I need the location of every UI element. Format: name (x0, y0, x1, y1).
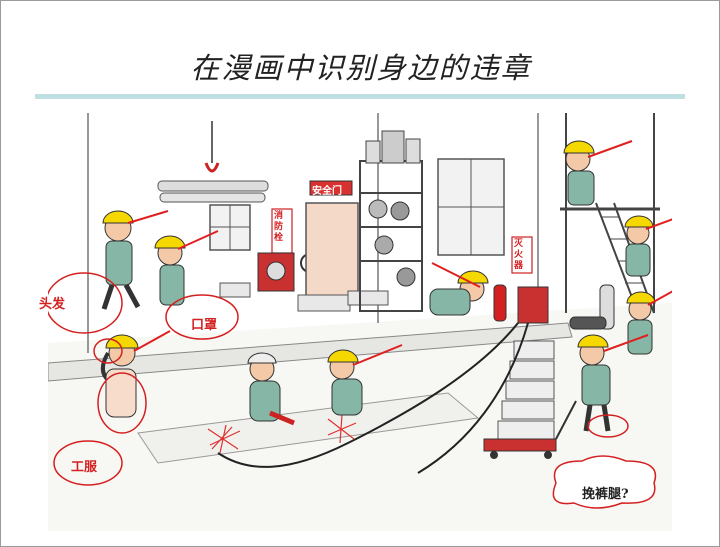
extinguisher-sign: 灭火器 (514, 239, 524, 271)
callout-hair: 头发 (39, 297, 66, 312)
title-underline (35, 94, 685, 99)
callout-mask: 口罩 (191, 318, 218, 333)
cartoon-illustration (48, 113, 672, 531)
callout-trousers: 挽裤腿? (582, 487, 629, 502)
hydrant-sign: 消防栓 (274, 211, 284, 243)
callout-uniform: 工服 (71, 460, 98, 475)
slide-title: 在漫画中识别身边的违章 (190, 51, 532, 85)
exit-sign: 安全门 (312, 186, 342, 197)
